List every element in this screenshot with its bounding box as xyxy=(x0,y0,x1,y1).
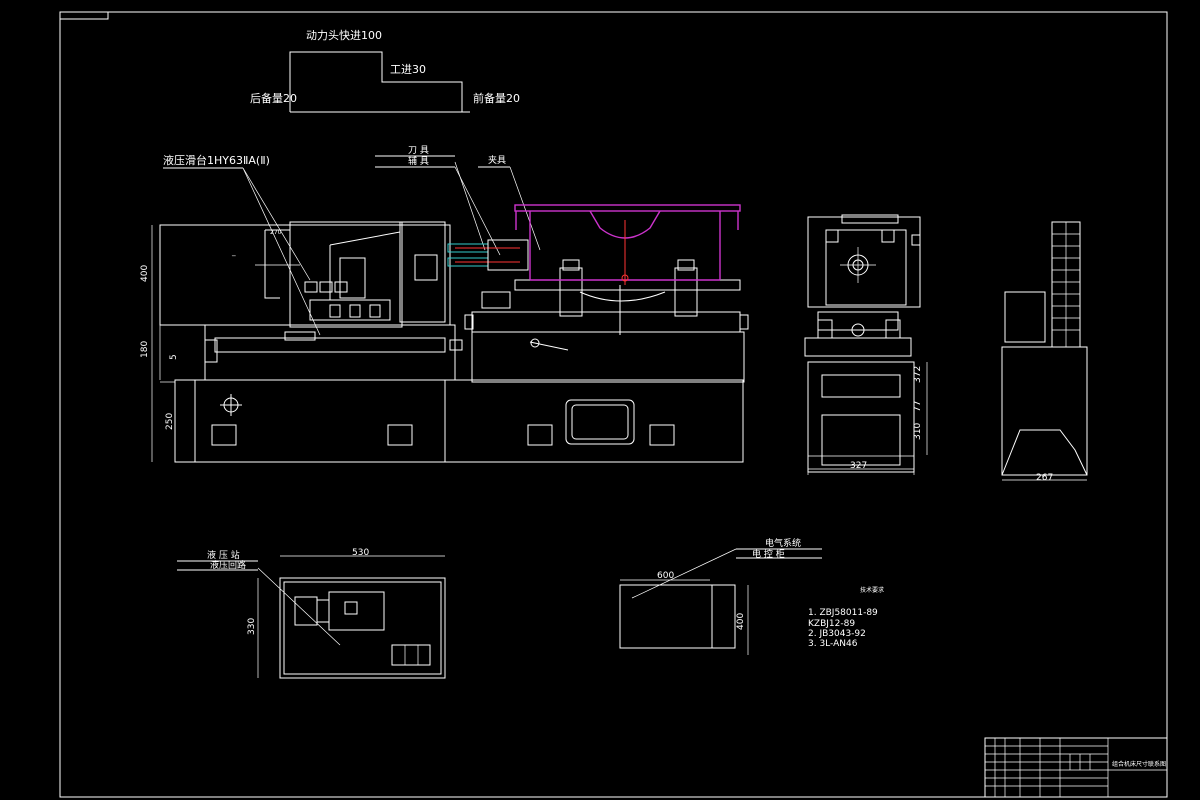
electric-cabinet: 电气系统 电 控 柜 600 400 xyxy=(619,537,822,655)
note-3: 3. 3L-AN46 xyxy=(808,639,858,649)
dim-front-372: 372 xyxy=(913,366,923,383)
dim-front-310: 310 xyxy=(913,423,923,440)
note-1a: 1. ZBJ58011-89 xyxy=(808,608,878,618)
control-cabinet-label: 电 控 柜 xyxy=(752,548,785,560)
dim-hyd-width: 530 xyxy=(352,548,369,558)
dim-hyd-height: 330 xyxy=(247,618,257,635)
dim-front-77: 77 xyxy=(913,401,923,412)
side-view: 液压滑台1HY63ⅡA(Ⅱ) 刀 具 辅 具 夹具 ─ xyxy=(140,145,749,463)
cycle-work-feed-label: 工进30 xyxy=(390,63,426,76)
dim-side-5: 5 xyxy=(169,354,179,360)
note-1b: KZBJ12-89 xyxy=(808,619,855,629)
dim-cab-width: 600 xyxy=(657,571,674,581)
front-view: 327 372 77 310 xyxy=(804,214,928,475)
cutter-label: 刀 具 xyxy=(408,145,429,156)
column-view: 267 xyxy=(1001,221,1088,483)
cycle-front-allowance-label: 前备量20 xyxy=(473,91,520,105)
dim-front-width: 327 xyxy=(850,461,867,471)
slide-table-label: 液压滑台1HY63ⅡA(Ⅱ) xyxy=(163,153,270,167)
frame-corner-tag xyxy=(59,11,109,20)
dim-cab-height: 400 xyxy=(736,613,746,630)
fixture-label: 夹具 xyxy=(488,154,506,166)
technical-notes: 技术要求 1. ZBJ58011-89 KZBJ12-89 2. JB3043-… xyxy=(808,586,884,649)
cycle-diagram: 动力头快进100 工进30 后备量20 前备量20 xyxy=(250,29,520,113)
electrical-system-label: 电气系统 xyxy=(765,537,801,549)
note-2: 2. JB3043-92 xyxy=(808,629,866,639)
dim-side-180: 180 xyxy=(140,341,150,358)
hydraulic-station: 液 压 站 液压回路 530 330 xyxy=(177,548,446,679)
tool-holder-label: 辅 具 xyxy=(408,155,429,167)
drawing-frame xyxy=(59,11,1168,798)
dim-column-width: 267 xyxy=(1036,473,1053,483)
hydraulic-station-label: 液 压 站 xyxy=(207,549,240,561)
dim-side-400: 400 xyxy=(140,265,150,282)
svg-text:─: ─ xyxy=(231,253,236,260)
dim-side-270: 270 xyxy=(270,229,282,236)
title-block-name: 组合机床尺寸联系图 xyxy=(1112,760,1166,768)
hydraulic-circuit-label: 液压回路 xyxy=(210,559,246,571)
cycle-fast-forward-label: 动力头快进100 xyxy=(306,29,382,42)
dim-side-250: 250 xyxy=(165,413,175,430)
cycle-rear-allowance-label: 后备量20 xyxy=(250,91,297,105)
notes-title: 技术要求 xyxy=(860,586,884,594)
title-block: 组合机床尺寸联系图 xyxy=(984,737,1168,798)
